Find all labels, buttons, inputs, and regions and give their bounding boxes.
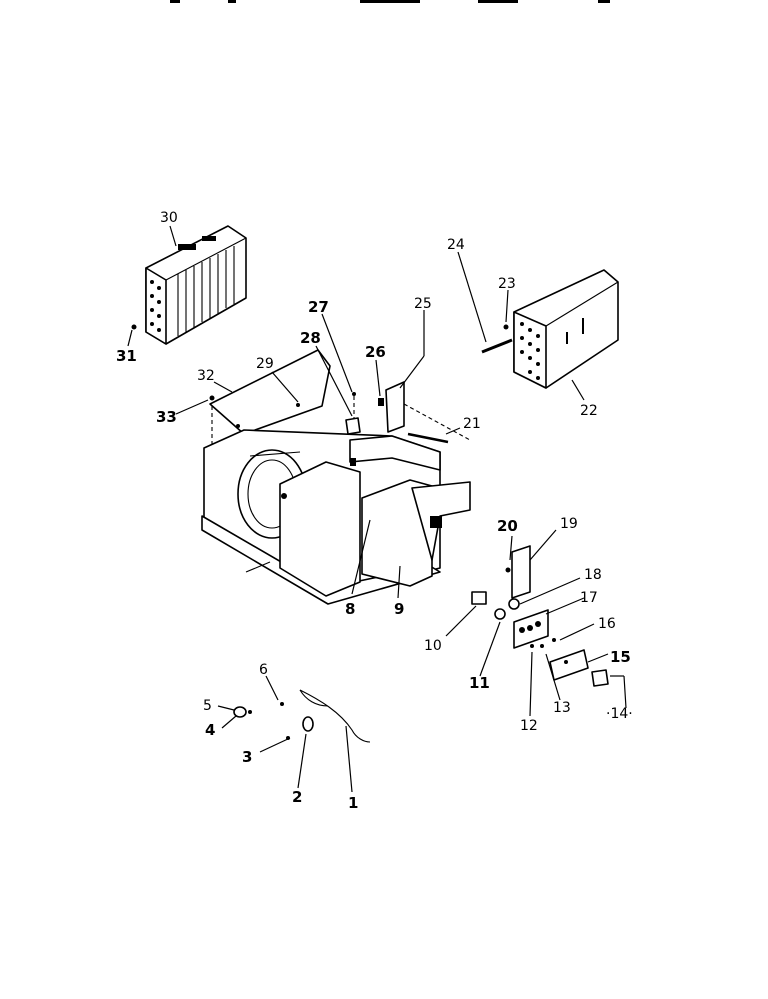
brackets-parts-25-28 (345, 381, 471, 444)
part-labels: 1 2 3 4 5 6 8 9 10 11 12 13 ·14· 15 16 1… (116, 210, 633, 812)
leader-lines (127, 225, 627, 793)
label-2: 2 (292, 788, 302, 806)
label-27: 27 (308, 298, 329, 316)
label-25: 25 (414, 296, 432, 312)
motor-wiring-parts-1-6 (233, 689, 371, 743)
label-18: 18 (584, 567, 602, 583)
label-26: 26 (365, 343, 386, 361)
label-11: 11 (469, 674, 490, 692)
label-6: 6 (259, 662, 268, 678)
label-16: 16 (598, 616, 616, 632)
label-29: 29 (256, 356, 274, 372)
chassis-base-pan (201, 429, 471, 605)
label-9: 9 (394, 600, 404, 618)
label-4: 4 (205, 721, 215, 739)
label-30: 30 (160, 210, 178, 226)
label-19: 19 (560, 516, 578, 532)
label-24: 24 (447, 237, 465, 253)
label-28: 28 (300, 329, 321, 347)
label-8: 8 (345, 600, 355, 618)
label-12: 12 (520, 718, 538, 734)
label-31: 31 (116, 347, 137, 365)
label-5: 5 (203, 698, 212, 714)
control-components (471, 545, 609, 687)
label-10: 10 (424, 638, 442, 654)
label-17: 17 (580, 590, 598, 606)
cropped-header (170, 0, 610, 3)
label-22: 22 (580, 403, 598, 419)
label-20: 20 (497, 517, 518, 535)
label-23: 23 (498, 276, 516, 292)
evaporator-coil-part-30 (131, 225, 247, 345)
label-1: 1 (348, 794, 358, 812)
label-13: 13 (553, 700, 571, 716)
label-3: 3 (242, 748, 252, 766)
label-33: 33 (156, 408, 177, 426)
label-14: ·14· (606, 706, 633, 722)
label-15: 15 (610, 648, 631, 666)
label-21: 21 (463, 416, 481, 432)
label-32: 32 (197, 368, 215, 384)
condenser-coil-part-22 (481, 269, 619, 389)
